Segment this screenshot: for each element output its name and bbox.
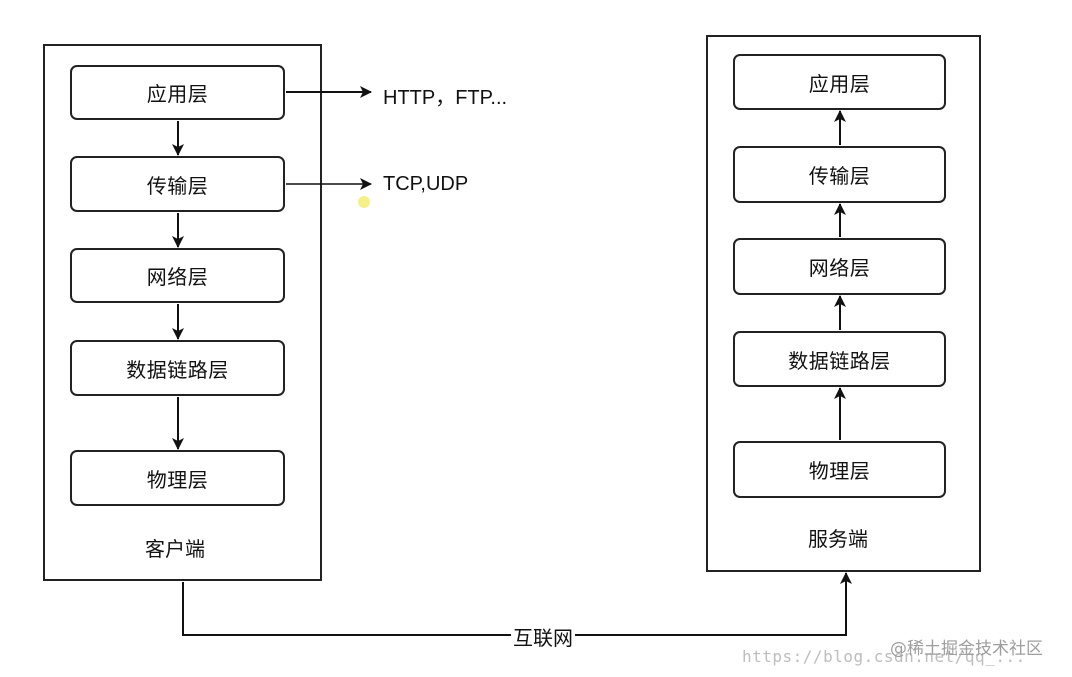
application-protocols-label: HTTP，FTP... — [383, 87, 508, 109]
server-layer-physical-label: 物理层 — [808, 459, 871, 483]
server-layer-application: 应用层 — [733, 54, 946, 110]
server-caption: 服务端 — [808, 527, 868, 551]
client-layer-application: 应用层 — [70, 65, 285, 120]
server-layer-network-label: 网络层 — [808, 256, 871, 280]
client-layer-transport: 传输层 — [70, 156, 285, 212]
watermark-url: https://blog.csdn.net/qq_... — [742, 647, 1026, 666]
server-layer-physical: 物理层 — [733, 441, 946, 498]
client-layer-physical: 物理层 — [70, 450, 285, 506]
client-layer-physical-label: 物理层 — [146, 467, 209, 492]
internet-label: 互联网 — [511, 622, 575, 651]
server-layer-datalink-label: 数据链路层 — [788, 348, 891, 373]
transport-protocols-label: TCP,UDP — [383, 173, 469, 195]
server-layer-transport: 传输层 — [733, 146, 946, 203]
server-layer-datalink: 数据链路层 — [733, 331, 946, 387]
client-caption: 客户端 — [145, 537, 205, 561]
client-layer-network-label: 网络层 — [146, 265, 209, 289]
server-layer-network: 网络层 — [733, 238, 946, 295]
server-layer-transport-label: 传输层 — [808, 164, 871, 188]
client-layer-application-label: 应用层 — [146, 82, 209, 106]
client-layer-datalink: 数据链路层 — [70, 340, 285, 396]
server-layer-application-label: 应用层 — [808, 71, 871, 96]
client-layer-datalink-label: 数据链路层 — [126, 357, 229, 382]
cursor-highlight-dot — [358, 196, 370, 208]
watermark-site: @稀土掘金技术社区 — [890, 639, 1043, 659]
client-layer-transport-label: 传输层 — [146, 173, 209, 198]
client-layer-network: 网络层 — [70, 248, 285, 303]
